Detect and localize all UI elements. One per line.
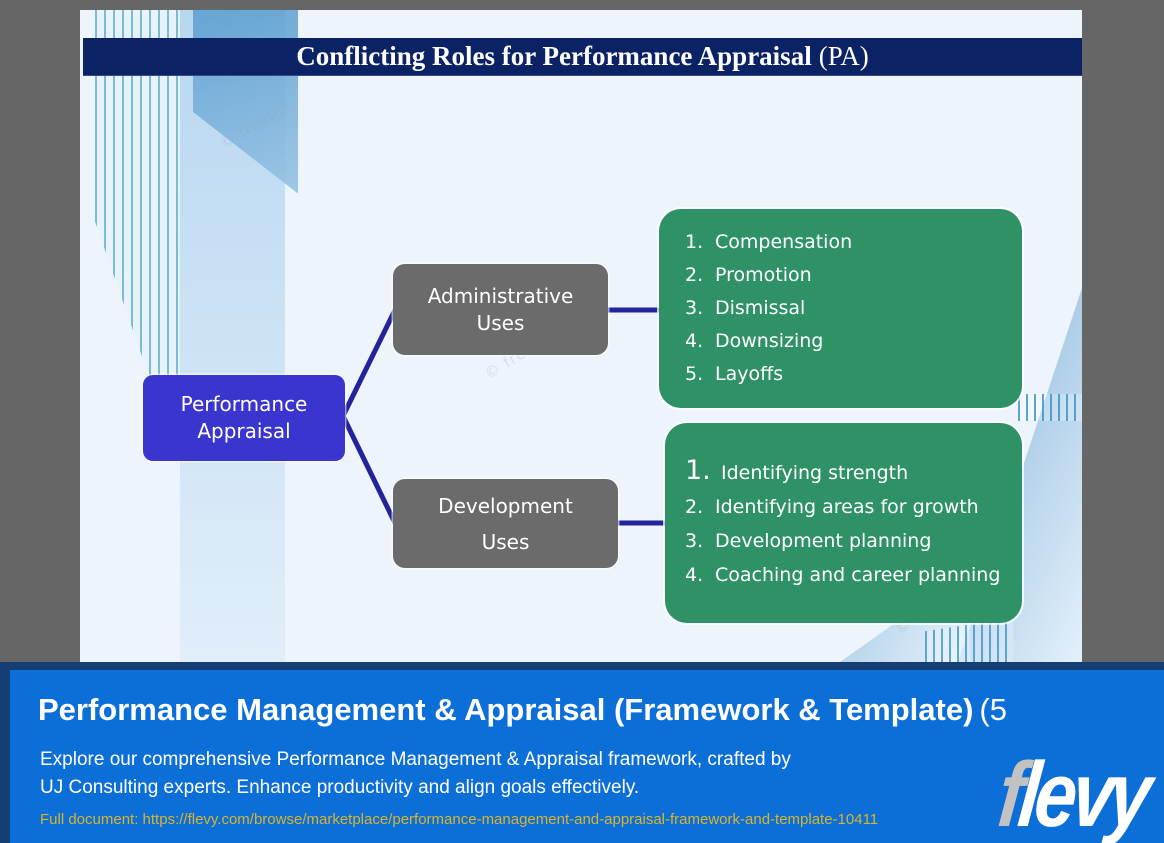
list-item-number: 4. <box>685 330 704 352</box>
list-item-number: 5. <box>685 363 704 385</box>
list-item: 2. Identifying areas for growth <box>685 490 1016 524</box>
branch-label-line1: Administrative <box>427 283 574 308</box>
list-item-text: Promotion <box>715 264 812 286</box>
list-item-text: Development planning <box>715 530 932 552</box>
list-item: 4. Coaching and career planning <box>685 558 1016 592</box>
list-item-text: Dismissal <box>715 297 806 319</box>
list-item: 1. Identifying strength <box>685 454 1016 490</box>
promo-banner-frame: Performance Management & Appraisal (Fram… <box>0 662 1164 843</box>
banner-title: Performance Management & Appraisal (Fram… <box>38 692 1007 728</box>
list-item-text: Coaching and career planning <box>715 564 1001 586</box>
banner-description-line2: UJ Consulting experts. Enhance productiv… <box>40 777 640 798</box>
development-uses-box: Development Uses <box>393 479 618 568</box>
flevy-logo: flevy <box>994 744 1152 843</box>
root-box-label-line2: Appraisal <box>197 419 291 443</box>
list-item: 2. Promotion <box>685 259 1012 292</box>
banner-description-line1: Explore our comprehensive Performance Ma… <box>40 749 791 770</box>
list-item: 4. Downsizing <box>685 325 1012 358</box>
slide-title-suffix: (PA) <box>818 41 869 71</box>
list-item-number: 3. <box>685 297 704 319</box>
promo-banner: Performance Management & Appraisal (Fram… <box>10 670 1164 843</box>
list-item-number: 2. <box>685 496 704 518</box>
slide-title-bar: Conflicting Roles for Performance Apprai… <box>83 38 1082 76</box>
administrative-uses-box: Administrative Uses <box>393 264 608 355</box>
branch-label-line2: Uses <box>481 529 530 554</box>
connector-line <box>340 308 398 418</box>
development-uses-list: 1. Identifying strength 2. Identifying area… <box>665 423 1022 623</box>
list-item-text: Downsizing <box>715 330 824 352</box>
list-item-number: 1. <box>685 455 711 486</box>
full-document-link[interactable]: Full document: https://flevy.com/browse/… <box>40 811 879 828</box>
branch-label-line1: Development <box>438 493 573 518</box>
performance-appraisal-box: Performance Appraisal <box>143 375 345 461</box>
list-item-text: Layoffs <box>715 363 784 385</box>
root-box-label-line1: Performance <box>180 392 308 416</box>
flevy-logo-levy: levy <box>1014 744 1153 843</box>
list-item: 3. Development planning <box>685 524 1016 558</box>
banner-description: Explore our comprehensive Performance Ma… <box>40 746 791 802</box>
list-item-number: 1. <box>685 231 704 253</box>
administrative-uses-list: 1. Compensation 2. Promotion 3. Dismissal 4. Do… <box>659 209 1022 408</box>
list-item-number: 4. <box>685 564 704 586</box>
list-item: 5. Layoffs <box>685 358 1012 391</box>
banner-title-main: Performance Management & Appraisal (Fram… <box>38 692 974 727</box>
list-item-text: Compensation <box>715 231 853 253</box>
connector-lines <box>340 307 667 526</box>
list-item-number: 2. <box>685 264 704 286</box>
list-item-number: 3. <box>685 530 704 552</box>
list-item-text: Identifying strength <box>721 462 909 484</box>
connector-line <box>340 414 398 525</box>
list-item: 3. Dismissal <box>685 292 1012 325</box>
list-item: 1. Compensation <box>685 226 1012 259</box>
list-item-text: Identifying areas for growth <box>715 496 979 518</box>
banner-title-suffix: (5 <box>979 692 1007 727</box>
slide-canvas: © freepik © freepik © freepik Conflictin… <box>80 10 1082 662</box>
slide-title: Conflicting Roles for Performance Apprai… <box>296 41 812 71</box>
branch-label-line2: Uses <box>476 310 525 335</box>
